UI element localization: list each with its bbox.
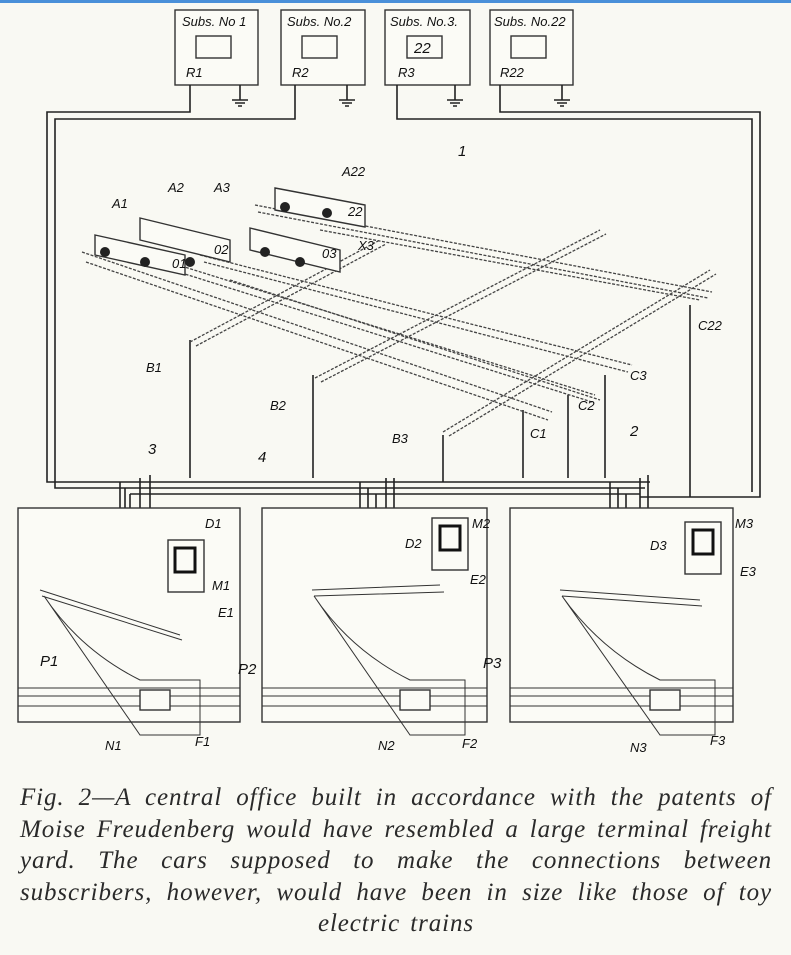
panel-label-m: M1: [212, 578, 230, 593]
car-label-a22: A22: [341, 164, 366, 179]
subscriber-station-1: Subs. No 1 R1: [174, 9, 259, 86]
panel-label-n: N2: [378, 738, 395, 753]
track-label-c22: C22: [698, 318, 723, 333]
subscriber-station-22: Subs. No.22 R22: [489, 9, 574, 86]
car-number-01: 01: [172, 256, 186, 271]
wire-loop: [46, 85, 761, 525]
track-label-c3: C3: [630, 368, 647, 383]
subscriber-title: Subs. No.3.: [390, 14, 458, 29]
panel-label-d: D2: [405, 536, 422, 551]
register-label: R3: [398, 65, 415, 80]
ground-icons: [232, 85, 570, 107]
register-label: R2: [292, 65, 309, 80]
panel-label-m: M3: [735, 516, 754, 531]
panel-label-e: E2: [470, 572, 487, 587]
wire-label-2: 2: [629, 423, 639, 440]
track-label-c2: C2: [578, 398, 595, 413]
register-label: R22: [500, 65, 525, 80]
panel-label-m: M2: [472, 516, 491, 531]
cross-tracks: [189, 229, 717, 437]
track-label-b3: B3: [392, 431, 409, 446]
register-display: [510, 35, 547, 59]
subscriber-title: Subs. No 1: [182, 14, 246, 29]
figure-caption: Fig. 2—A central office built in accorda…: [20, 784, 772, 937]
panel-label-p: P3: [483, 655, 502, 672]
panel-label-d: D1: [205, 516, 222, 531]
track-label-c1: C1: [530, 426, 547, 441]
panel-label-f: F2: [462, 736, 478, 751]
wire-label-1: 1: [458, 143, 466, 160]
track-label-b2: B2: [270, 398, 287, 413]
subscriber-station-2: Subs. No.2 R2: [280, 9, 366, 86]
car-wheels: [100, 202, 332, 267]
subscriber-title: Subs. No.2: [287, 14, 352, 29]
track-label-b1: B1: [146, 360, 162, 375]
car-number-03: 03: [322, 246, 337, 261]
switch-label-x3: X3: [357, 238, 375, 253]
panel-label-n: N1: [105, 738, 122, 753]
panel-2: D2 M2 E2 P2 N2 F2: [238, 507, 491, 753]
wire-label-3: 3: [148, 441, 157, 458]
cars: [94, 187, 366, 276]
top-border: [0, 0, 791, 3]
panel-label-e: E3: [740, 564, 757, 579]
panel-1: D1 M1 E1 P1 N1 F1: [17, 507, 241, 753]
panel-label-f: F1: [195, 734, 210, 749]
subscriber-station-3: Subs. No.3. 22 R3: [384, 9, 471, 86]
register-display: [301, 35, 338, 59]
panel-3: D3 M3 E3 P3 N3 F3: [483, 507, 757, 755]
panel-label-e: E1: [218, 605, 234, 620]
patent-diagram: Subs. No 1 R1 Subs. No.2 R2 Subs. No.3. …: [17, 9, 761, 755]
register-display-value: 22: [413, 40, 431, 57]
register-label: R1: [186, 65, 203, 80]
car-number-22: 22: [347, 204, 363, 219]
register-display: [406, 35, 443, 59]
panel-label-p: P2: [238, 661, 257, 678]
panel-label-f: F3: [710, 733, 726, 748]
car-label-a2: A2: [167, 180, 185, 195]
register-display: [195, 35, 232, 59]
car-number-02: 02: [214, 242, 229, 257]
car-label-a1: A1: [111, 196, 128, 211]
wire-label-4: 4: [258, 449, 266, 466]
subscriber-title: Subs. No.22: [494, 14, 566, 29]
car-label-a3: A3: [213, 180, 231, 195]
panel-label-p: P1: [40, 653, 58, 670]
panel-label-d: D3: [650, 538, 667, 553]
panel-label-n: N3: [630, 740, 647, 755]
